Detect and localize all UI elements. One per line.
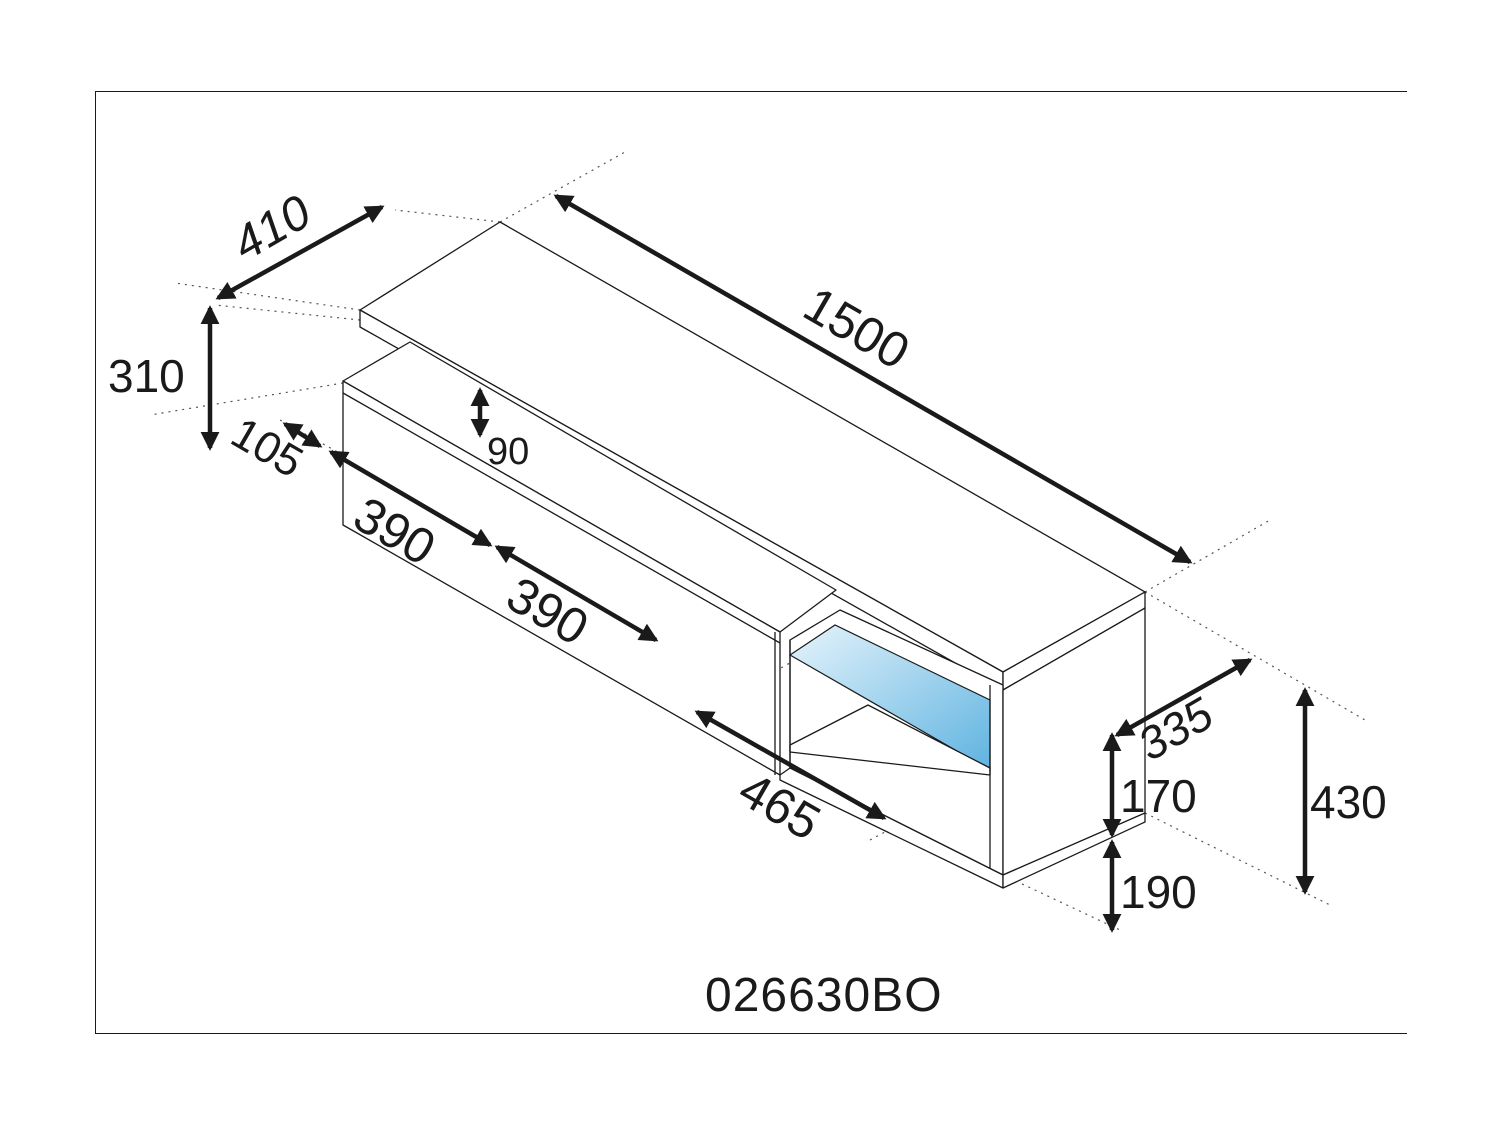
dim-label-310: 310	[108, 350, 185, 402]
dim-label-170: 170	[1120, 770, 1197, 822]
dim-arrow-390-b	[494, 545, 659, 642]
dim-label-1500: 1500	[795, 276, 919, 380]
dim-arrow-390-a	[328, 450, 493, 547]
dim-label-105: 105	[223, 408, 311, 487]
dim-label-190: 190	[1120, 866, 1197, 918]
dim-label-430: 430	[1310, 776, 1387, 828]
dimension-arrows	[200, 194, 1315, 933]
product-code: 026630BO	[705, 969, 943, 1022]
dim-label-410: 410	[224, 185, 320, 271]
dim-arrow-410	[215, 205, 385, 300]
dim-arrow-1500	[553, 194, 1193, 564]
dim-arrow-335	[1114, 658, 1253, 737]
dim-arrow-465	[694, 710, 887, 820]
dim-label-90: 90	[487, 431, 529, 473]
drawing-frame	[95, 91, 1407, 1034]
dim-arrow-105	[282, 422, 323, 448]
